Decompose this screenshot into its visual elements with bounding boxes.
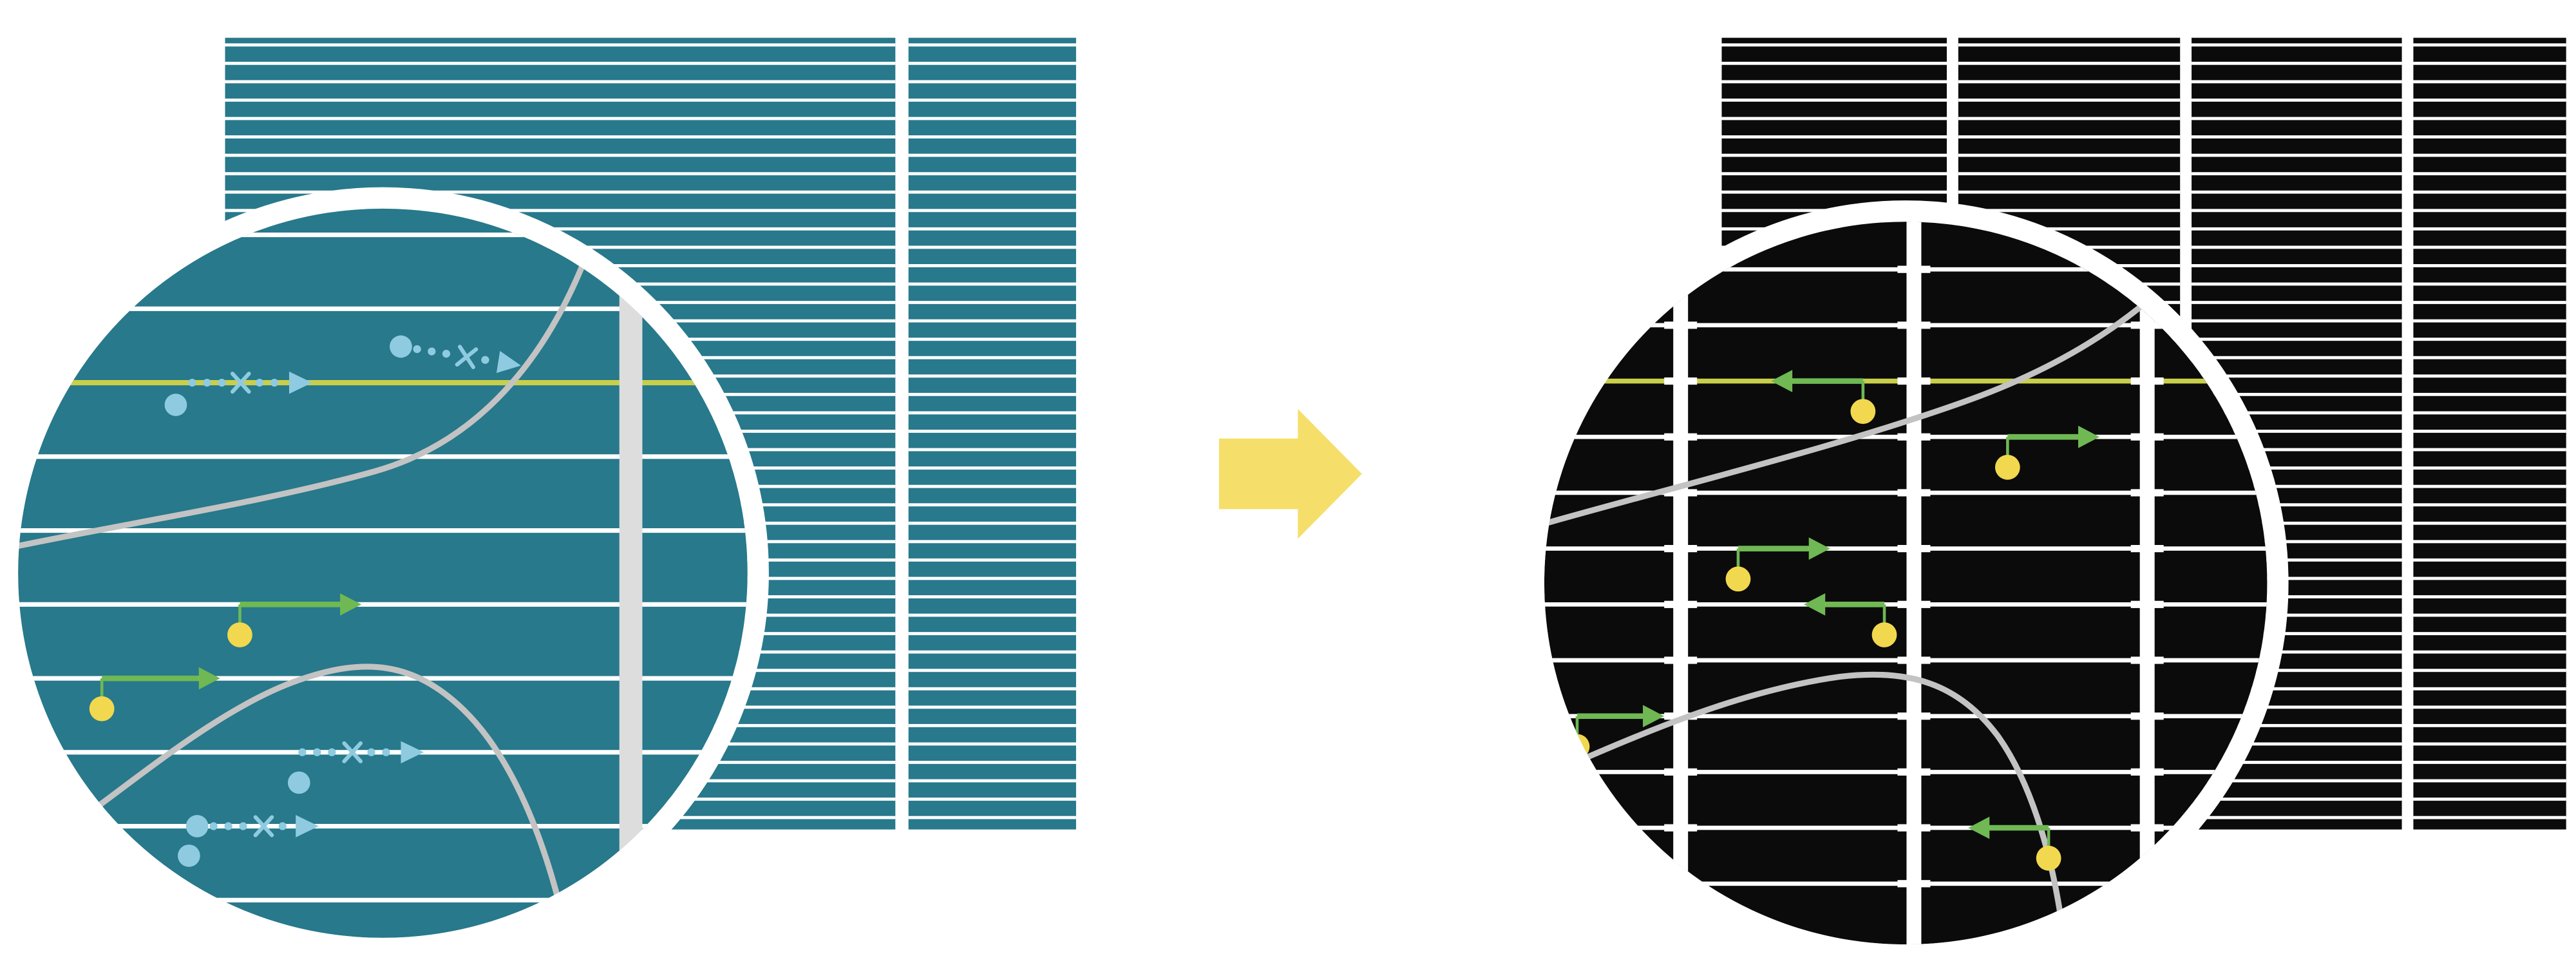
dislocation-cross [230, 372, 251, 394]
marker-dot-yellow [227, 622, 252, 647]
finger-lines [908, 37, 1076, 830]
dislocation-marker [287, 741, 424, 794]
magnifier-ring [1522, 200, 2289, 966]
dislocation-cross [455, 345, 478, 370]
marker-arrowhead [340, 593, 362, 616]
dislocation-cross [342, 741, 363, 763]
dislocation-marker [178, 815, 319, 867]
marker-dot-yellow [1994, 455, 2020, 480]
migration-marker [89, 667, 220, 721]
grain-boundary-line [18, 256, 588, 550]
dislocation-cross [253, 815, 274, 837]
marker-arrowhead [198, 667, 220, 690]
marker-dot-yellow [1725, 566, 1751, 592]
dislocation-marker [164, 371, 312, 416]
magnified-cell-surface [18, 208, 748, 938]
busbar [1906, 222, 1922, 945]
busbar [1673, 222, 1689, 945]
dislocation-marker [390, 335, 521, 374]
marker-arrowhead [1643, 705, 1665, 728]
magnified-view-before [18, 208, 748, 938]
migration-marker [1968, 816, 2061, 871]
dislocation-arrowhead [401, 741, 424, 764]
migration-marker [1994, 425, 2100, 480]
marker-arrowhead [1968, 816, 1990, 839]
marker-arrowhead [1804, 593, 1826, 616]
grain-boundary-line [46, 664, 569, 931]
dislocation-arrowhead [496, 350, 521, 374]
marker-dot-yellow [1871, 622, 1897, 647]
transition-arrow-icon [1218, 408, 1362, 539]
busbar [2139, 222, 2155, 945]
migration-marker [227, 593, 362, 647]
dislocation-arrowhead [289, 371, 312, 394]
marker-arrowhead [1808, 537, 1830, 560]
marker-dot-yellow [89, 696, 115, 721]
magnifier-after [1522, 200, 2289, 966]
magnified-view-after [1544, 222, 2268, 945]
grain-boundary-line [1544, 276, 2175, 529]
marker-arrowhead [1771, 370, 1793, 392]
migration-marker [1771, 370, 1876, 425]
magnifier-before [0, 187, 769, 959]
magnifier-ring [0, 187, 769, 959]
magnified-cell-surface [1544, 222, 2268, 945]
busbar [619, 229, 643, 938]
marker-dot-yellow [1850, 399, 1876, 425]
migration-marker [1804, 593, 1897, 647]
migration-marker [1725, 537, 1830, 592]
finger-lines [2413, 37, 2566, 830]
marker-arrowhead [2078, 425, 2100, 448]
grain-boundary-line [1557, 671, 2063, 917]
dislocation-arrowhead [296, 815, 319, 837]
marker-dot-yellow [2036, 845, 2061, 871]
